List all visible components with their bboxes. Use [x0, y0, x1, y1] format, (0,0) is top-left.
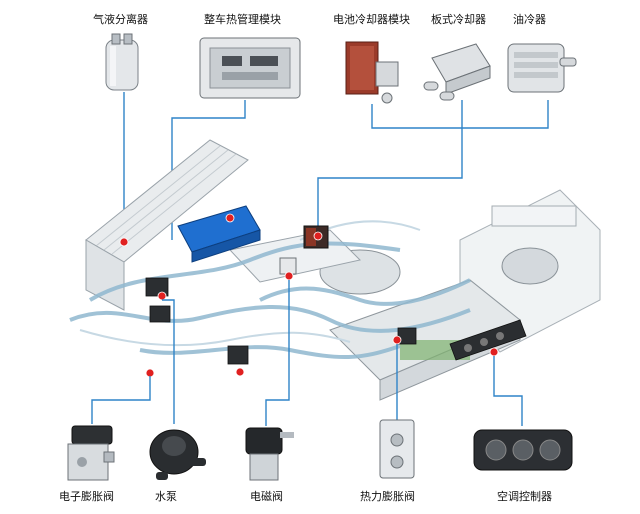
oil-cooler-image: [507, 43, 577, 93]
battery-chiller-image: [345, 41, 399, 104]
marker-water-pump: [157, 291, 167, 301]
marker-expansion-valve: [145, 368, 155, 378]
leader-cooler-group: [317, 128, 463, 232]
leader-expansion-valve: [91, 376, 151, 424]
label-water-pump: 水泵: [155, 490, 177, 503]
label-electronic-expansion-valve: 电子膨胀阀: [59, 489, 114, 503]
leader-top-bracket-left: [371, 104, 462, 129]
label-battery-chiller: 电池冷却器模块: [333, 13, 410, 26]
label-thermal-expansion-valve: 热力膨胀阀: [360, 489, 415, 503]
water-pump-image: [149, 429, 206, 480]
gas-liquid-separator-image: [105, 33, 139, 91]
marker-solenoid: [284, 271, 294, 281]
plate-cooler-image: [423, 43, 491, 101]
label-solenoid-valve: 电磁阀: [250, 489, 283, 503]
label-oil-cooler: 油冷器: [513, 12, 546, 26]
electronic-expansion-valve-image: [67, 425, 115, 481]
vehicle-thermal-assembly: [69, 139, 601, 401]
marker-ac-controller: [489, 347, 499, 357]
marker-separator: [119, 237, 129, 247]
leader-solenoid-valve: [265, 280, 290, 426]
marker-controller: [225, 213, 235, 223]
ac-controller-image: [473, 429, 573, 471]
marker-chiller: [313, 231, 323, 241]
thermal-controller-image: [199, 37, 301, 99]
label-plate-cooler: 板式冷却器: [431, 12, 486, 26]
solenoid-valve-image: [245, 427, 294, 481]
thermal-expansion-valve-image: [379, 419, 415, 479]
label-gas-liquid-separator: 气液分离器: [93, 12, 148, 26]
label-ac-controller: 空调控制器: [497, 489, 552, 503]
label-thermal-controller: 整车热管理模块: [204, 12, 281, 26]
leader-water-pump: [162, 299, 175, 424]
marker-thermal-expansion: [392, 335, 402, 345]
leader-ac-controller: [493, 356, 523, 426]
leader-top-bracket-right: [461, 100, 549, 129]
marker-solenoid-lower: [235, 367, 245, 377]
